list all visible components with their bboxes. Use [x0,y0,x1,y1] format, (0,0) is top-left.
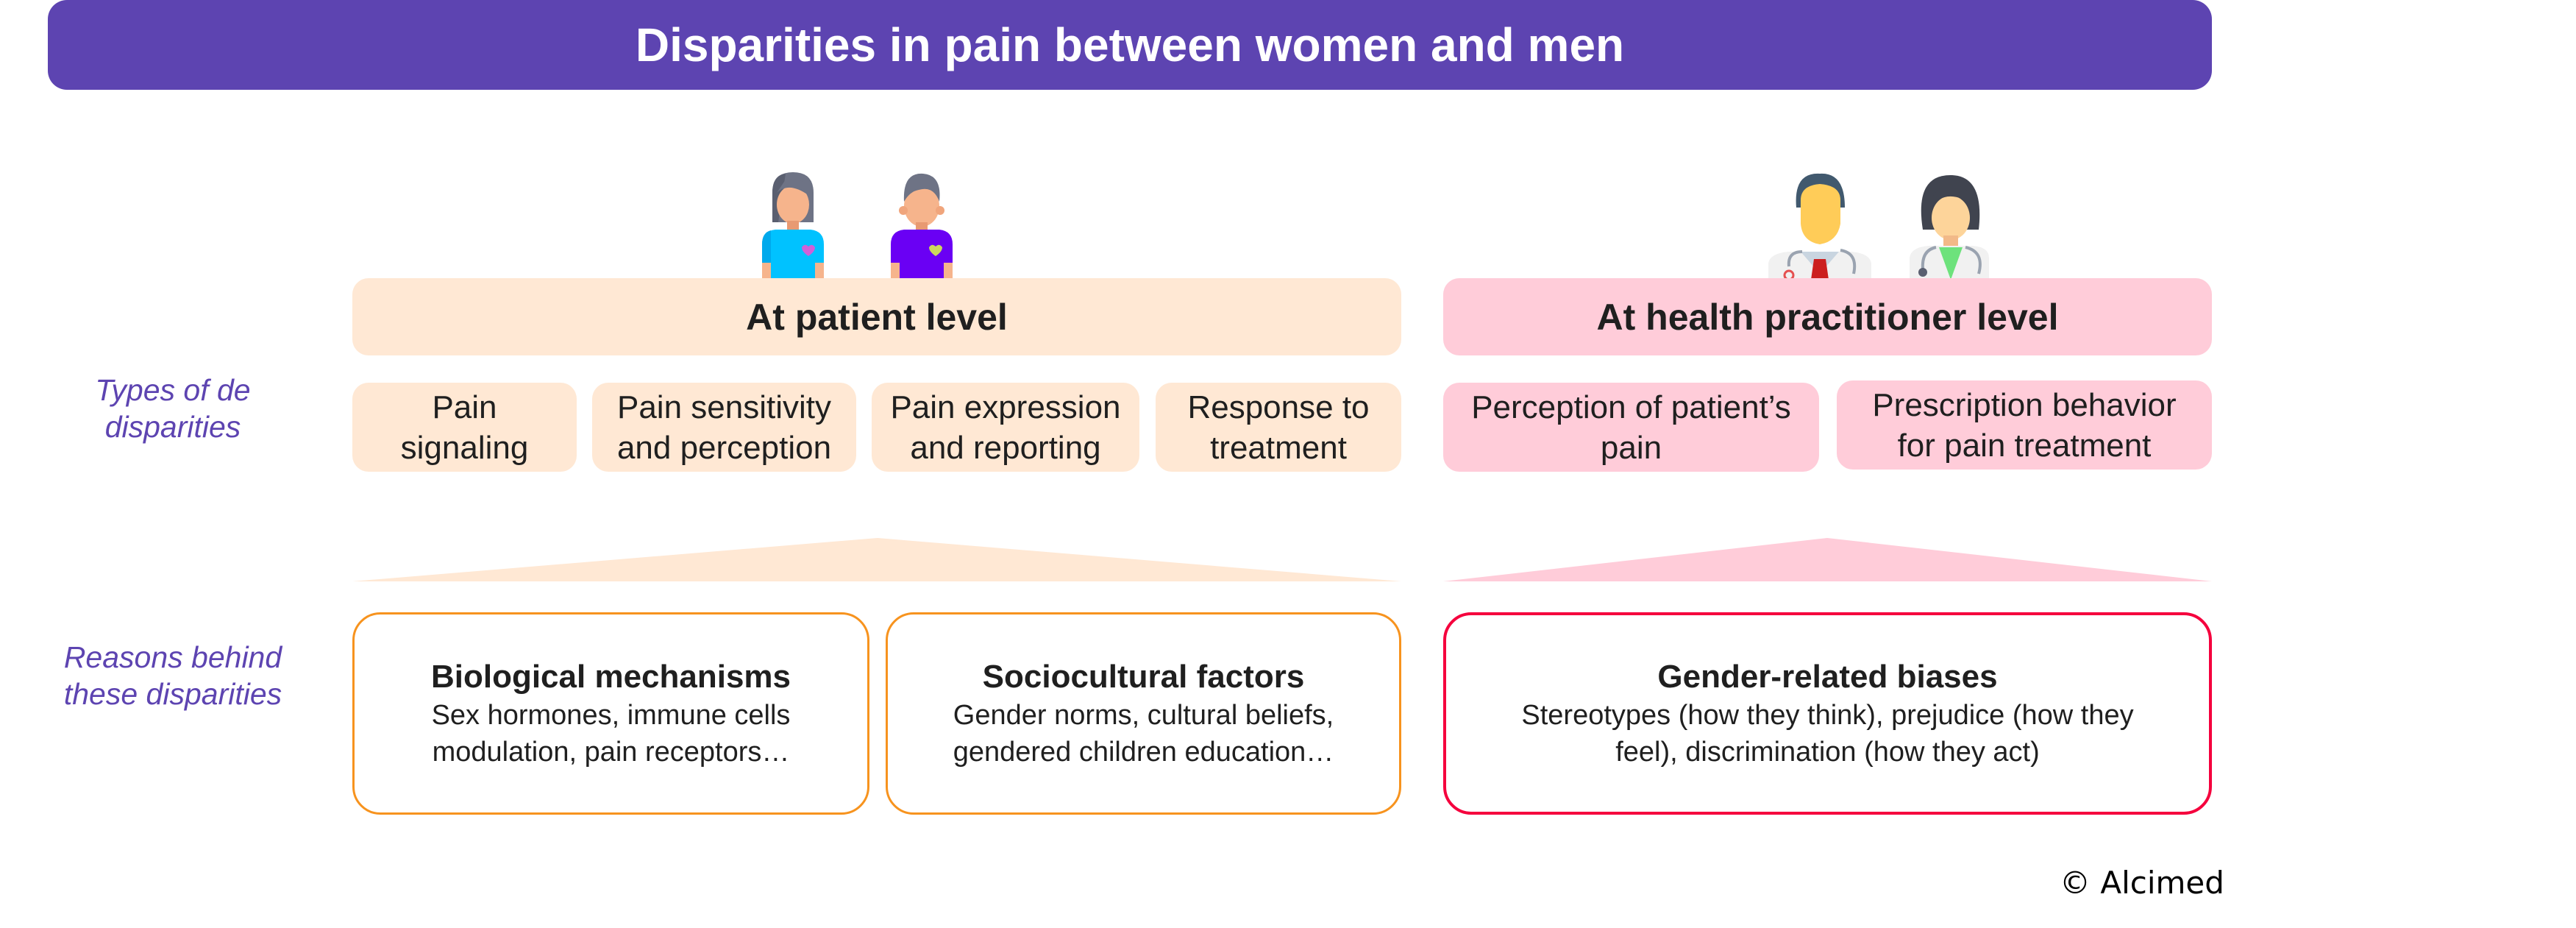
woman-patient-icon [756,171,830,283]
reason-title: Biological mechanisms [430,658,791,695]
female-doctor-icon [1907,171,1992,283]
male-doctor-icon [1767,171,1873,283]
type-prescription-behavior: Prescription behavior for pain treatment [1837,380,2212,470]
type-response-to-treatment: Response to treatment [1156,383,1401,472]
type-line: Pain sensitivity [616,389,831,425]
patient-triangle [352,538,1401,581]
reason-sociocultural: Sociocultural factors Gender norms, cult… [886,612,1401,815]
type-line: Response to [1187,389,1370,425]
header-label: At health practitioner level [1596,296,2059,338]
reason-desc-line: Gender norms, cultural beliefs, [953,699,1334,731]
patient-level-header: At patient level [352,278,1401,355]
practitioner-triangle [1443,538,2212,581]
title-bar: Disparities in pain between women and me… [48,0,2212,90]
type-line: treatment [1210,429,1347,466]
label-line: Reasons behind [63,640,282,674]
reason-title: Sociocultural factors [982,658,1305,695]
type-pain-expression: Pain expression and reporting [872,383,1139,472]
page-title: Disparities in pain between women and me… [635,18,1625,71]
copyright: © Alcimed [2060,865,2224,901]
reason-desc-line: Sex hormones, immune cells [431,699,791,731]
type-pain-sensitivity: Pain sensitivity and perception [592,383,856,472]
man-patient-icon [885,171,958,283]
reason-title: Gender-related biases [1657,658,1998,695]
type-line: Pain expression [890,389,1121,425]
reason-desc-line: modulation, pain receptors… [432,736,790,768]
reason-desc-line: feel), discrimination (how they act) [1615,736,2040,768]
type-line: Perception of patient’s [1471,389,1791,425]
type-line: for pain treatment [1897,427,2152,464]
type-pain-signaling: Pain signaling [352,383,577,472]
label-line: these disparities [63,677,282,711]
type-line: signaling [400,429,529,466]
type-line: Pain [432,389,497,425]
type-line: pain [1600,429,1662,466]
reason-gender-biases: Gender-related biases Stereotypes (how t… [1443,612,2212,815]
type-line: and reporting [910,429,1101,466]
reason-biological: Biological mechanisms Sex hormones, immu… [352,612,869,815]
reasons-label: Reasons behind these disparities [37,639,309,712]
type-perception-of-pain: Perception of patient’s pain [1443,383,1819,472]
types-of-disparities-label: Types of de disparities [44,372,302,445]
practitioner-level-header: At health practitioner level [1443,278,2212,355]
label-line: Types of de [95,373,251,407]
reason-desc-line: Stereotypes (how they think), prejudice … [1521,699,2134,731]
label-line: disparities [104,410,241,444]
type-line: Prescription behavior [1872,386,2177,423]
header-label: At patient level [746,296,1008,338]
type-line: and perception [616,429,832,466]
reason-desc-line: gendered children education… [953,736,1334,768]
